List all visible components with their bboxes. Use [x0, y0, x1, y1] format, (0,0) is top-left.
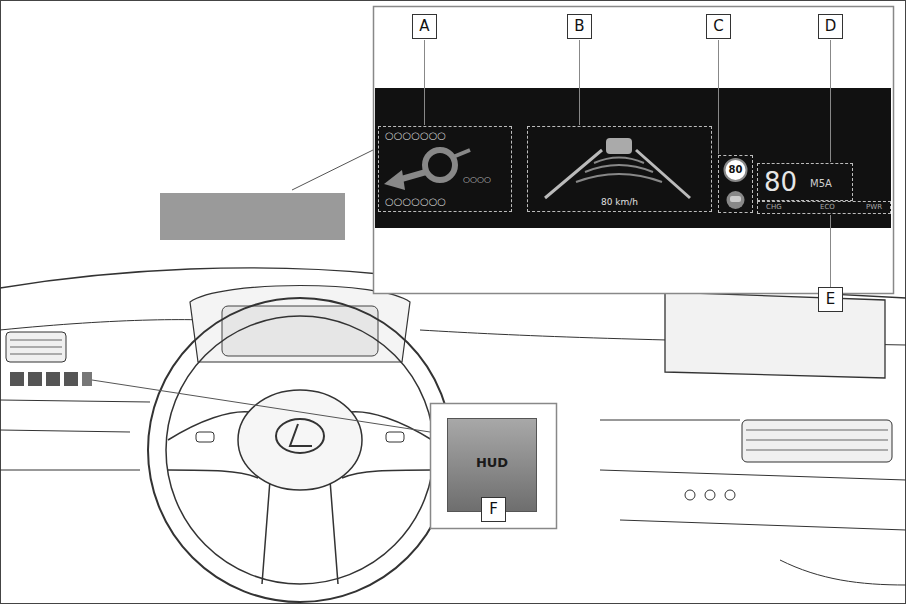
display-text: PWR [866, 202, 882, 213]
display-text: 80 km/h [528, 197, 711, 208]
callout-letter: E [818, 287, 843, 312]
callout-letter: B [567, 14, 592, 39]
callout-letter: D [818, 14, 843, 39]
callout-letter: C [706, 14, 731, 39]
display-text: M5A [810, 178, 832, 190]
driving-assist-area: 80 km/h [527, 126, 712, 212]
callout-letter: A [412, 14, 437, 39]
power-meter-area: CHG ECO PWR [757, 201, 891, 214]
display-text: 80 [719, 164, 752, 176]
sign-area: 80 [718, 155, 753, 213]
speed-area: 80 M5A [757, 163, 853, 201]
display-text: 80 [764, 167, 797, 197]
display-text: ○○○○○○○ [385, 130, 446, 142]
display-text: ECO [820, 202, 835, 213]
callout-letter: F [481, 497, 506, 522]
display-text: CHG [766, 202, 782, 213]
display-text: ○○○○○○○ [385, 196, 446, 208]
guidance-area: ○○○○○○○○○○○○○○○○○○ [378, 126, 512, 212]
display-text: HUD [448, 455, 536, 471]
display-text: ○○○○ [463, 175, 491, 185]
